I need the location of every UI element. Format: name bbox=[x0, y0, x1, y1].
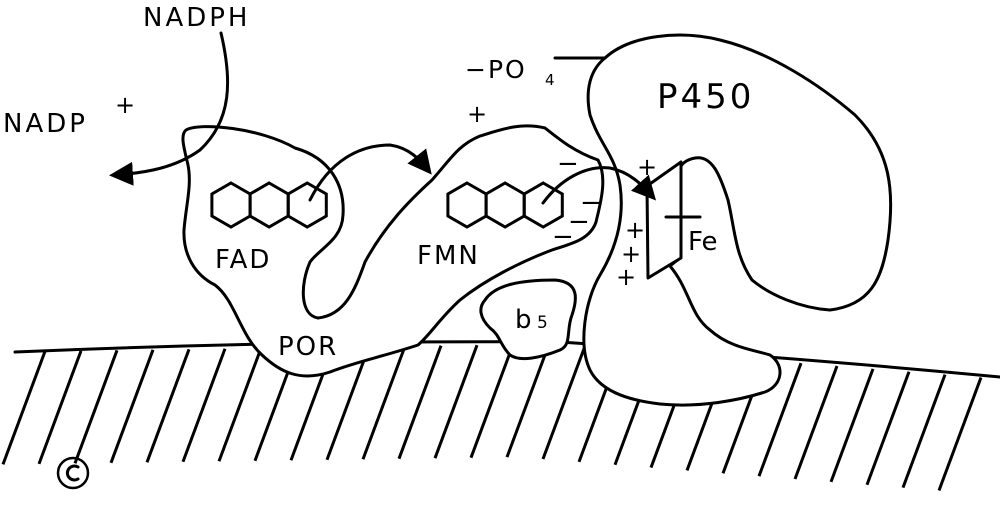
plus-charge: + bbox=[467, 100, 487, 128]
nadph-label: NADPH bbox=[143, 3, 251, 33]
plus-charge: + bbox=[625, 216, 645, 244]
hatch-line bbox=[901, 374, 947, 489]
hatch-line bbox=[865, 371, 911, 486]
hatch-line bbox=[145, 348, 191, 463]
hatch-line bbox=[1, 350, 47, 465]
hatch-line bbox=[793, 365, 839, 480]
minus-charge: − bbox=[557, 149, 579, 179]
plus-charge: + bbox=[637, 153, 657, 181]
hatch-line bbox=[433, 344, 479, 459]
charges: + − − − − + + + + bbox=[467, 100, 657, 291]
hatch-line bbox=[505, 343, 551, 458]
plus-charge: + bbox=[621, 240, 641, 268]
nadph-to-nadp-arrow bbox=[109, 31, 230, 186]
hatch-line bbox=[73, 349, 119, 464]
hatch-line bbox=[181, 348, 227, 463]
hatch-line bbox=[361, 345, 407, 460]
hatch-line bbox=[325, 346, 371, 461]
hatch-line bbox=[397, 345, 443, 460]
hatch-line bbox=[37, 350, 83, 465]
fad-to-fmn-arrow bbox=[308, 143, 432, 202]
minus-charge: − bbox=[552, 222, 574, 252]
p450-label: P450 bbox=[657, 77, 754, 117]
por-label: POR bbox=[278, 332, 338, 362]
membrane bbox=[1, 340, 1000, 492]
hatch-line bbox=[469, 344, 515, 459]
fad-ring-icon bbox=[210, 181, 328, 229]
fmn-ring-icon bbox=[446, 181, 564, 229]
minus-charge: − bbox=[568, 207, 590, 237]
fmn-label: FMN bbox=[417, 241, 480, 271]
hatch-line bbox=[217, 347, 263, 462]
fmn-to-heme-arrow bbox=[541, 166, 657, 205]
nadp-charge: + bbox=[115, 91, 135, 119]
b5-subscript: 5 bbox=[537, 313, 548, 333]
minus-charge: − bbox=[580, 188, 602, 218]
hatch-line bbox=[829, 368, 875, 483]
fad-label: FAD bbox=[215, 245, 271, 275]
hatch-line bbox=[937, 376, 983, 492]
copyright-c bbox=[65, 464, 80, 482]
hatch-line bbox=[109, 349, 155, 464]
hatch-line bbox=[541, 345, 587, 460]
plus-charge: + bbox=[616, 263, 636, 291]
phosphate-label: −PO bbox=[465, 55, 527, 84]
b5-label: b bbox=[515, 305, 532, 335]
nadp-label: NADP bbox=[3, 109, 88, 139]
fe-label: Fe bbox=[688, 227, 718, 257]
phosphate-subscript: 4 bbox=[545, 71, 555, 89]
hatch-line bbox=[757, 362, 803, 477]
hexagon-ring bbox=[522, 181, 564, 229]
cytochrome-b5 bbox=[479, 278, 577, 361]
membrane-hatching bbox=[1, 343, 983, 492]
hexagon-ring bbox=[286, 181, 328, 229]
copyright-icon bbox=[56, 456, 90, 490]
